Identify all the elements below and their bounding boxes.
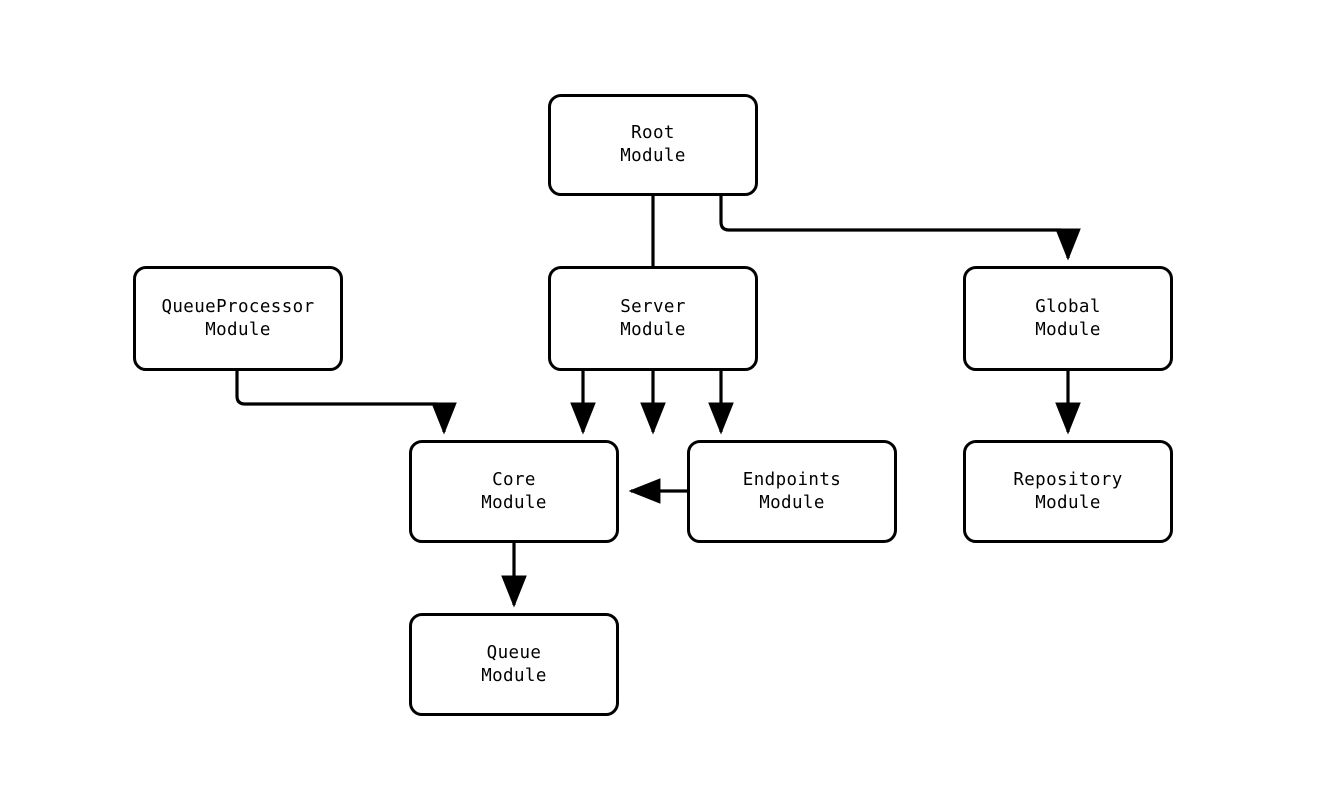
core-module-label-line1: Core (492, 469, 536, 490)
queue-module-node[interactable]: Queue Module (409, 613, 619, 716)
endpoints-module-node[interactable]: Endpoints Module (687, 440, 897, 543)
queue-module-label-line1: Queue (486, 642, 542, 663)
endpoints-module-label-line1: Endpoints (742, 469, 842, 490)
global-module-label-line2: Module (1035, 319, 1101, 340)
root-module-node[interactable]: Root Module (548, 94, 758, 196)
repository-module-label-line1: Repository (1013, 469, 1123, 490)
repository-module-node[interactable]: Repository Module (963, 440, 1173, 543)
edge-queueprocessor-to-core (235, 371, 457, 435)
endpoints-module-label-line2: Module (759, 492, 825, 513)
queueprocessor-module-label-line1: QueueProcessor (161, 296, 315, 317)
root-module-label-line2: Module (620, 146, 686, 166)
server-module-node[interactable]: Server Module (548, 266, 758, 371)
repository-module-label-line2: Module (1035, 492, 1101, 513)
core-module-node[interactable]: Core Module (409, 440, 619, 543)
server-module-label-line1: Server (620, 296, 686, 317)
queue-module-label-line2: Module (481, 665, 547, 686)
core-module-label-line2: Module (481, 492, 547, 513)
edges-group (235, 196, 1081, 608)
global-module-node[interactable]: Global Module (963, 266, 1173, 371)
global-module-label-line1: Global (1035, 296, 1101, 317)
server-module-label-line2: Module (620, 319, 686, 340)
root-module-label-line1: Root (631, 123, 675, 143)
queueprocessor-module-label-line2: Module (205, 319, 271, 340)
queueprocessor-module-node[interactable]: QueueProcessor Module (133, 266, 343, 371)
edge-root-to-global (719, 196, 1081, 261)
